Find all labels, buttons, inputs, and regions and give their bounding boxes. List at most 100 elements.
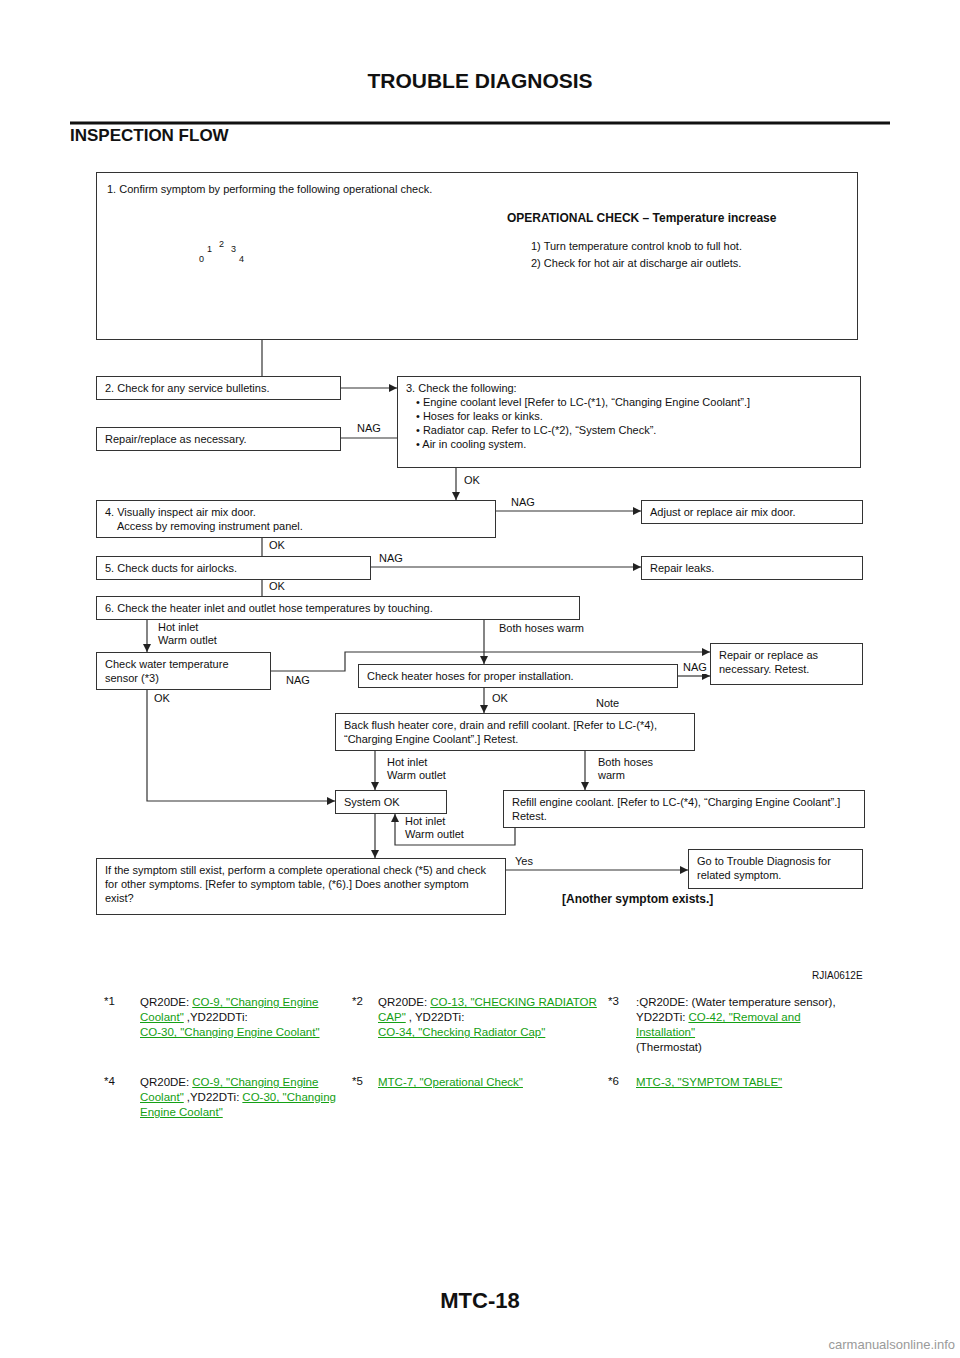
figure-code: RJIA0612E [812,969,863,982]
edge-label: Hot inlet Warm outlet [157,621,229,647]
footnote-marker: *4 [104,1075,115,1088]
edge-label: OK [268,539,286,552]
step-detail: OPERATIONAL CHECK – Temperature increase [507,211,847,225]
edge-label: NAG [378,552,404,565]
process-box: 5. Check ducts for airlocks. [96,556,371,580]
footnote-marker: *2 [352,995,363,1008]
process-box: Repair leaks. [641,556,863,580]
edge-label: NAG [682,661,708,674]
note-text: Note [596,697,619,710]
edge-label: OK [153,692,171,705]
flow-connector [261,538,262,556]
process-box: Back flush heater core, drain and refill… [335,713,695,751]
edge-label: NAG [285,674,311,687]
footnote-cell: QR20DE:CO-9, "Changing Engine Coolant",Y… [140,995,345,1040]
edge-label: NAG [356,422,382,435]
step-text: Repair or replace as necessary. Retest. [719,648,854,676]
step-text: 2. Check for any service bulletins. [105,381,332,395]
edge-label: Hot inlet Warm outlet [386,756,458,782]
footnote-link: MTC-3, "SYMPTOM TABLE" [636,1076,782,1088]
annotation: [Another symptom exists.] [562,893,713,906]
step-text: 3. Check the following: [406,381,852,395]
edge-label: Hot inlet Warm outlet [404,815,476,841]
footnote-text: (Thermostat) [636,1040,833,1055]
step-detail: Access by removing instrument panel. [105,519,487,533]
process-box: Refill engine coolant. [Refer to LC-(*4)… [503,790,865,828]
step-text: Refill engine coolant. [Refer to LC-(*4)… [512,795,856,823]
step-text: 1. Confirm symptom by performing the fol… [107,182,807,196]
footnote-marker: *6 [608,1075,619,1088]
process-box: Go to Trouble Diagnosis for related symp… [688,849,863,889]
flow-connector [483,688,484,713]
footnote-cell: MTC-3, "SYMPTOM TABLE" [636,1075,836,1090]
process-box: 3. Check the following:• Engine coolant … [397,376,861,468]
step-detail: • Air in cooling system. [406,437,852,451]
footnote-text: QR20DE: [140,1076,189,1088]
process-box: Adjust or replace air mix door. [641,500,863,524]
step-text: 5. Check ducts for airlocks. [105,561,362,575]
step-text: Repair leaks. [650,561,854,575]
footnote-text: ,YD22DTi: [187,1091,240,1103]
footnote-link: CO-30, "Changing Engine Coolant" [140,1025,342,1040]
footnote-text: QR20DE: [378,996,427,1008]
step-text: Adjust or replace air mix door. [650,505,854,519]
flow-connector [147,690,335,801]
footnote-text: , YD22DTi: [409,1011,465,1023]
flow-connector [678,675,710,676]
flow-connector [506,869,688,870]
footnote-link: CO-34, "Checking Radiator Cap" [378,1025,597,1040]
fan-speed-number: 1 [207,243,212,256]
footnote-cell: MTC-7, "Operational Check" [378,1075,600,1090]
process-box: Check water temperature sensor (*3) [96,652,271,690]
process-box: Repair or replace as necessary. Retest. [710,643,863,685]
step-detail: • Hoses for leaks or kinks. [406,409,852,423]
flow-connector [455,468,456,500]
footnote-cell: QR20DE:CO-9, "Changing Engine Coolant",Y… [140,1075,345,1120]
step-text: Go to Trouble Diagnosis for related symp… [697,854,854,882]
flow-connector [341,387,397,388]
process-box: Check heater hoses for proper installati… [358,664,678,688]
process-box: Repair/replace as necessary. [96,427,341,451]
flow-connector [261,340,262,376]
flow-connector [374,751,375,790]
page-header: TROUBLE DIAGNOSIS [0,74,960,87]
footnote-marker: *5 [352,1075,363,1088]
footnote-marker: *3 [608,995,619,1008]
flow-connector [146,620,147,652]
step-detail: • Radiator cap. Refer to LC-(*2), “Syste… [406,423,852,437]
fan-speed-number: 0 [199,253,204,266]
process-box: System OK [335,790,447,814]
step-detail: 2) Check for hot air at discharge air ou… [531,256,851,270]
section-heading: INSPECTION FLOW [70,129,229,142]
edge-label: Yes [514,855,534,868]
step-text: 6. Check the heater inlet and outlet hos… [105,601,571,615]
watermark: carmanualsonline.info [600,1338,955,1351]
flow-connector [261,580,262,596]
page-number: MTC-18 [0,1294,960,1307]
footnote-marker: *1 [104,995,115,1008]
flow-connector [374,814,375,858]
step-text: Back flush heater core, drain and refill… [344,718,686,746]
process-box: 2. Check for any service bulletins. [96,376,341,400]
edge-label: NAG [510,496,536,509]
edge-label: Both hoses warm [597,756,659,782]
step-panel: 1. Confirm symptom by performing the fol… [96,172,858,340]
step-text: If the symptom still exist, perform a co… [105,863,497,905]
fan-speed-number: 3 [231,243,236,256]
step-text: Check heater hoses for proper installati… [367,669,669,683]
footnote-cell: :QR20DE: (Water temperature sensor), YD2… [636,995,836,1055]
fan-speed-number: 4 [239,253,244,266]
flow-connector [371,566,641,567]
edge-label: OK [268,580,286,593]
edge-label: Both hoses warm [498,622,610,635]
flow-connector [341,437,397,438]
flow-connector [584,751,585,790]
process-box: 6. Check the heater inlet and outlet hos… [96,596,580,620]
footnote-cell: QR20DE:CO-13, "CHECKING RADIATOR CAP", Y… [378,995,600,1040]
step-text: Check water temperature sensor (*3) [105,657,262,685]
flow-connector [483,620,484,664]
step-text: System OK [344,795,438,809]
process-box: If the symptom still exist, perform a co… [96,858,506,915]
header-rule [70,122,890,125]
